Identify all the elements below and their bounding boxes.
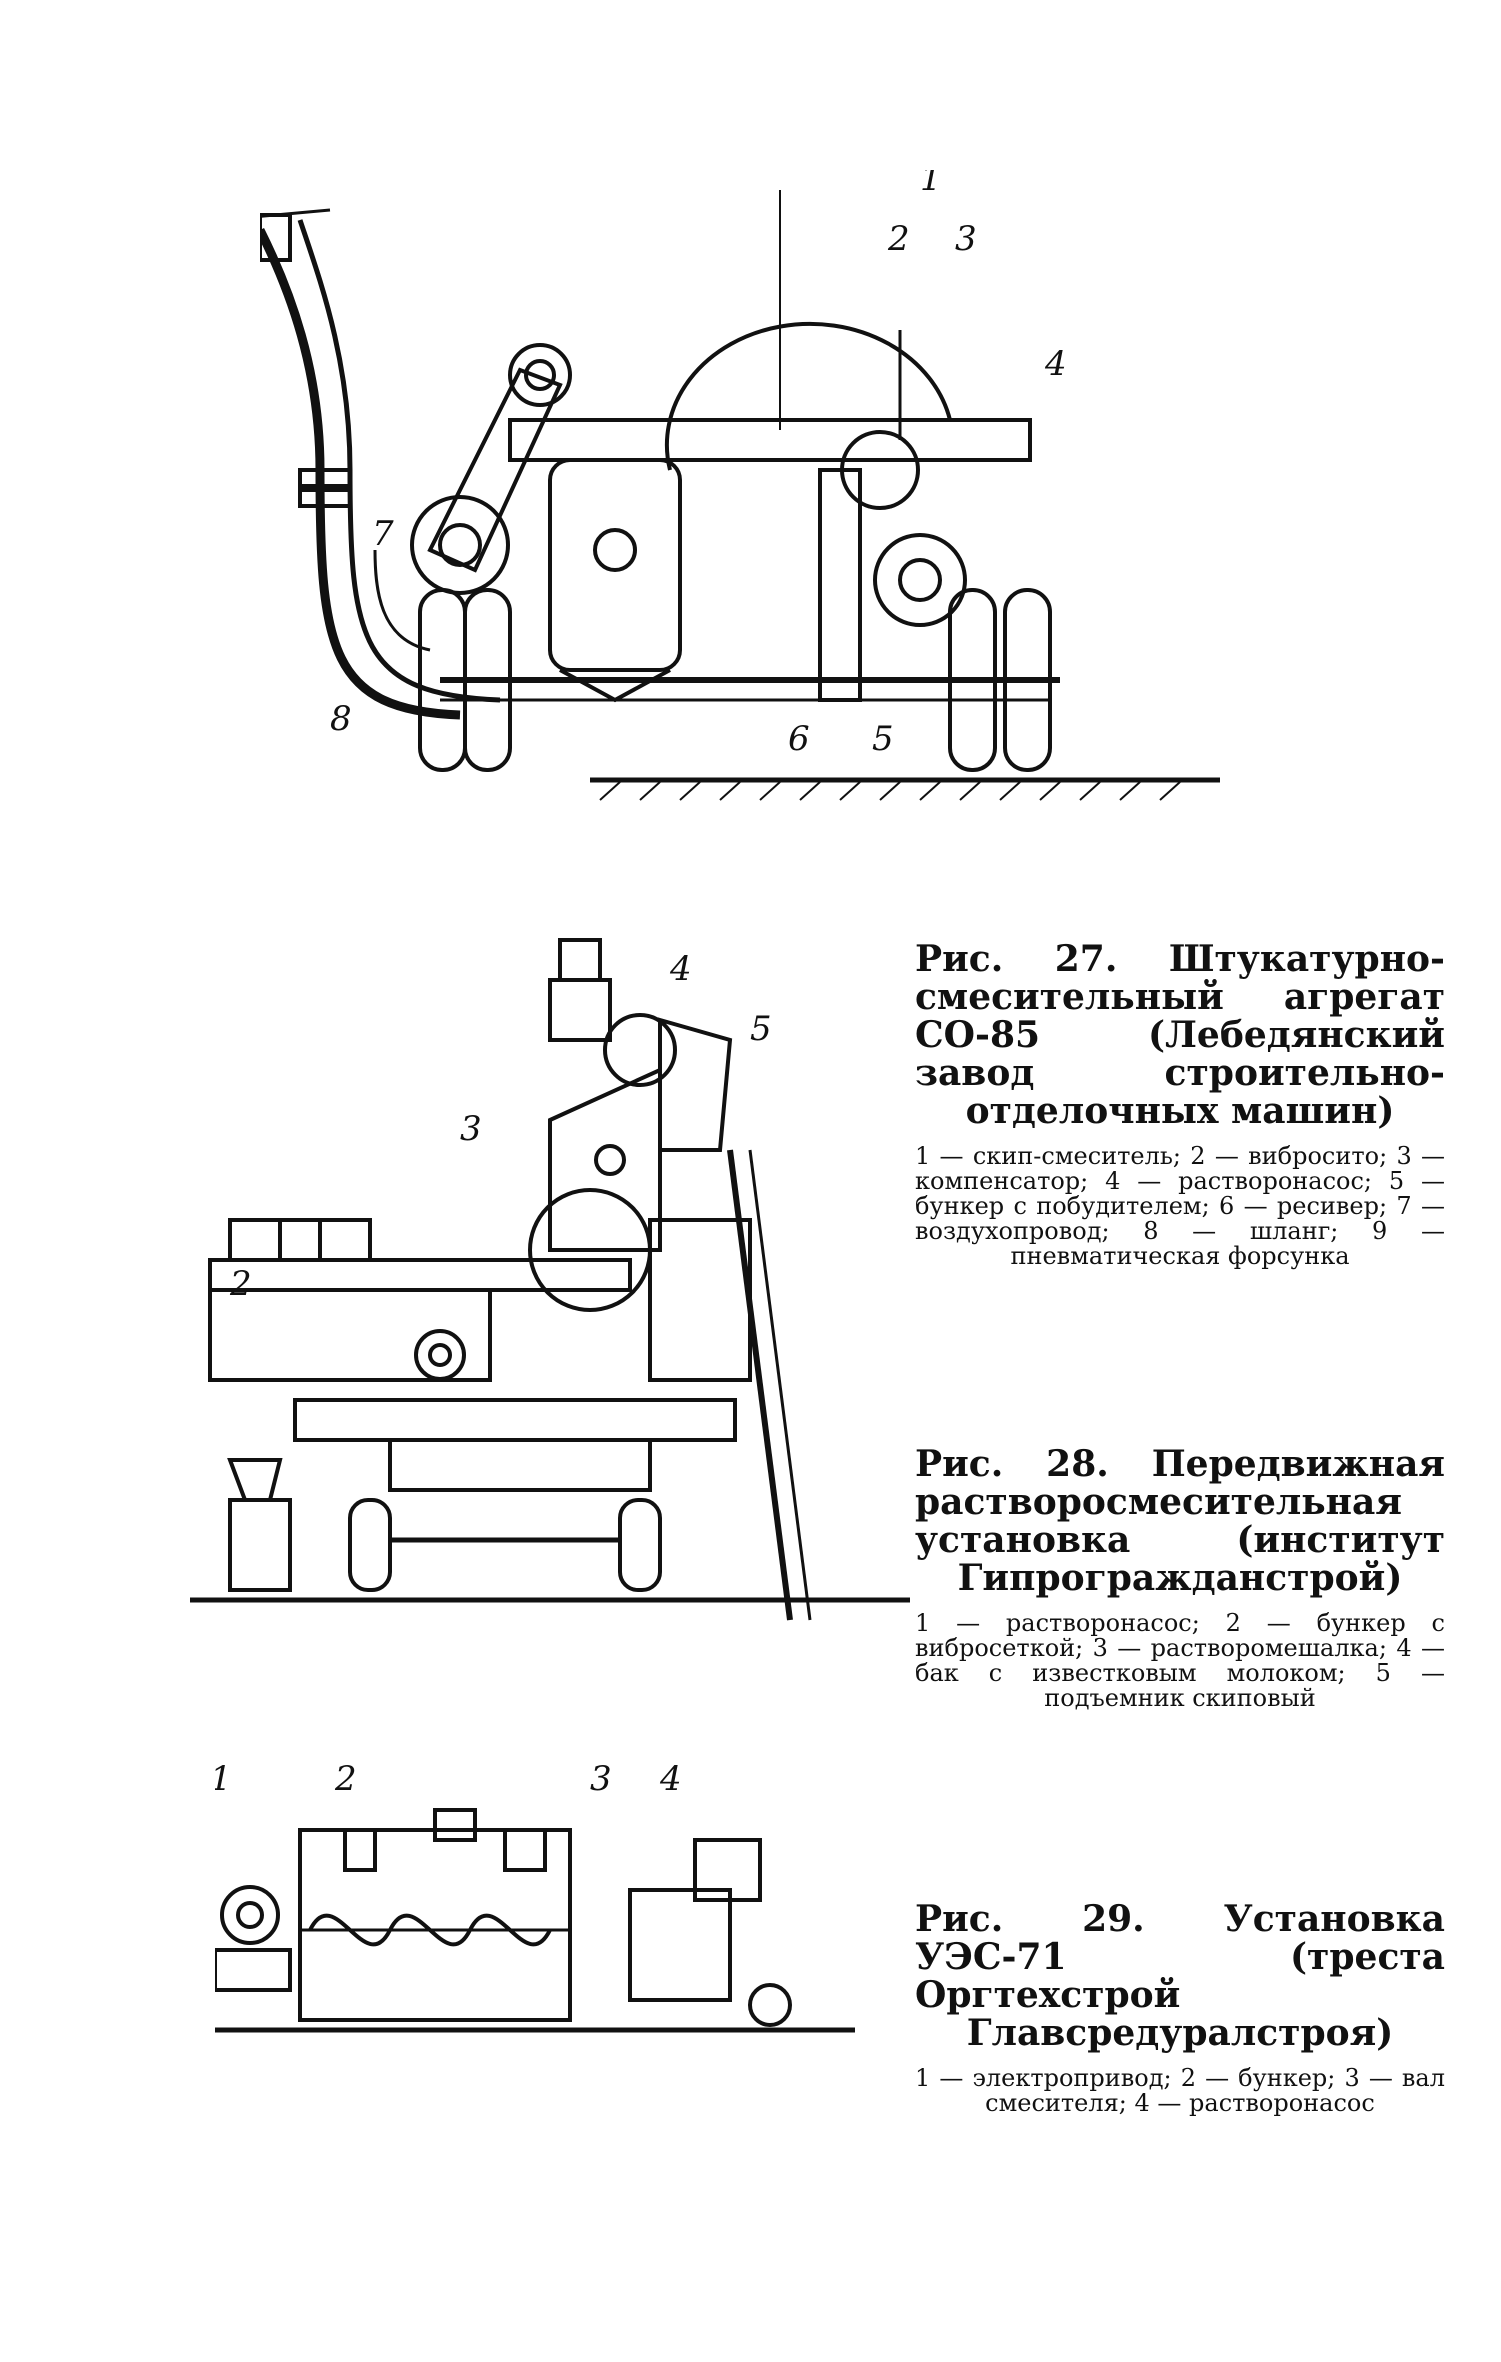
figure-29-title: Рис. 29. Установка УЭС-71 (треста Оргтех… [915, 1898, 1445, 2054]
fig27-label-4: 4 [1044, 344, 1067, 384]
fig27-label-3: 3 [955, 219, 977, 259]
fig27-label-8: 8 [330, 699, 352, 739]
figure-28-caption: Рис. 28. Передвижная растворосмесительна… [915, 1445, 1445, 1711]
figure-29-caption: Рис. 29. Установка УЭС-71 (треста Оргтех… [915, 1900, 1445, 2116]
fig27-label-2: 2 [887, 219, 910, 259]
figure-27-drawing: 1 2 3 4 5 6 7 8 9 [260, 170, 1220, 820]
figure-27-title: Рис. 27. Штукатурно-смесительный агрегат… [915, 938, 1445, 1132]
fig27-label-7: 7 [372, 514, 394, 554]
figure-29-legend: 1 — электропривод; 2 — бункер; 3 — вал с… [915, 2064, 1445, 2117]
figure-27-legend: 1 — скип-смеситель; 2 — вибросито; 3 — к… [915, 1142, 1445, 1270]
fig29-label-3: 3 [590, 1760, 612, 1799]
figure-28-drawing: 1 2 3 4 5 [190, 920, 930, 1640]
figure-28-title: Рис. 28. Передвижная растворосмесительна… [915, 1443, 1445, 1599]
fig27-label-6: 6 [788, 719, 810, 759]
fig28-label-4: 4 [669, 949, 692, 989]
fig27-label-1: 1 [920, 170, 942, 199]
fig29-label-1: 1 [215, 1760, 232, 1799]
fig29-label-2: 2 [334, 1760, 357, 1799]
fig27-label-5: 5 [872, 719, 894, 759]
fig28-label-3: 3 [460, 1109, 482, 1149]
figure-29-drawing: 1 2 3 4 [215, 1760, 875, 2090]
fig28-label-2: 2 [229, 1264, 252, 1304]
fig29-label-4: 4 [659, 1760, 682, 1799]
figure-27-caption: Рис. 27. Штукатурно-смесительный агрегат… [915, 940, 1445, 1269]
figure-28-legend: 1 — растворонасос; 2 — бункер с вибросет… [915, 1609, 1445, 1712]
fig28-label-5: 5 [750, 1009, 772, 1049]
